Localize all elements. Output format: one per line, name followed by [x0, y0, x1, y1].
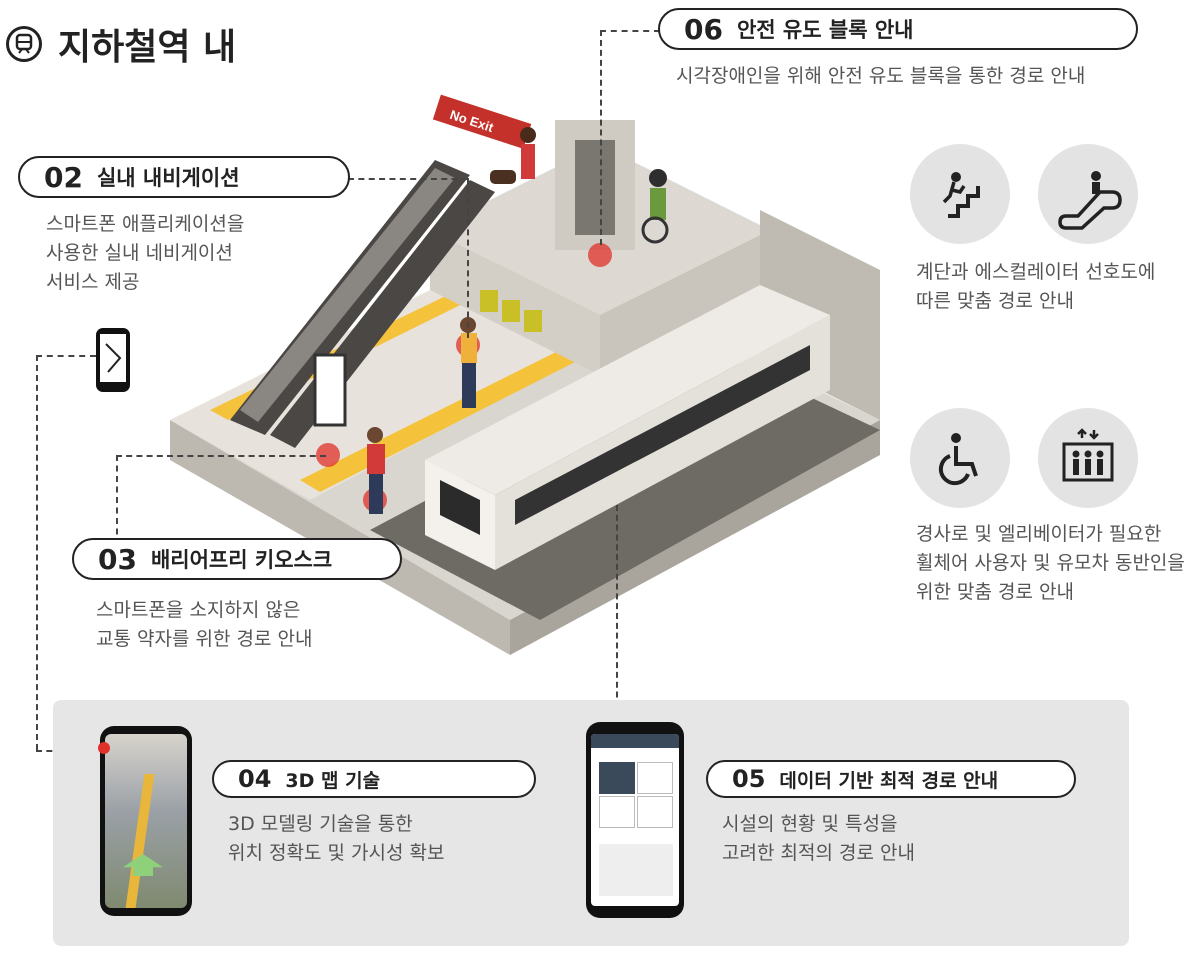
- wheelchair-option: [599, 796, 635, 828]
- connector-06: [600, 30, 602, 245]
- route-map: [599, 844, 673, 896]
- accessibility-preference-desc: 경사로 및 엘리베이터가 필요한 휠체어 사용자 및 유모차 동반인을 위한 맞…: [916, 523, 1185, 603]
- callout-02: 02 실내 내비게이션: [18, 156, 350, 198]
- callout-05-desc: 시설의 현황 및 특성을 고려한 최적의 경로 안내: [722, 813, 915, 864]
- connector-02: [348, 178, 468, 180]
- subway-icon: [6, 26, 42, 62]
- hearing-option: [637, 762, 673, 794]
- callout-label: 배리어프리 키오스크: [150, 548, 333, 572]
- escalator-icon: [1038, 144, 1138, 244]
- connector-02-v: [467, 178, 469, 338]
- callout-03: 03 배리어프리 키오스크: [72, 538, 402, 580]
- callout-05: 05 데이터 기반 최적 경로 안내: [706, 760, 1076, 798]
- callout-label: 3D 맵 기술: [285, 769, 381, 792]
- visual-impaired-option: [599, 762, 635, 794]
- callout-04-desc: 3D 모델링 기술을 통한 위치 정확도 및 가시성 확보: [228, 813, 445, 864]
- cane-option: [637, 796, 673, 828]
- phone-route-app: [586, 722, 684, 918]
- callout-04: 04 3D 맵 기술: [212, 760, 536, 798]
- connector-06-h: [600, 30, 660, 32]
- station-illustration: No Exit: [170, 94, 880, 655]
- callout-06-desc: 시각장애인을 위해 안전 유도 블록을 통한 경로 안내: [676, 65, 1086, 87]
- alert-marker-elevator: [588, 243, 612, 267]
- location-marker: [98, 742, 110, 754]
- stairs-icon: [910, 144, 1010, 244]
- connector-05: [616, 505, 618, 727]
- callout-label: 데이터 기반 최적 경로 안내: [779, 769, 999, 792]
- connector-phone: [36, 355, 96, 357]
- callout-02-desc: 스마트폰 애플리케이션을 사용한 실내 네비게이션 서비스 제공: [46, 213, 245, 293]
- alert-marker-kiosk: [316, 443, 340, 467]
- callout-number: 02: [44, 160, 83, 194]
- callout-number: 03: [98, 542, 137, 576]
- callout-number: 06: [684, 12, 723, 46]
- phone-3d-map: [98, 726, 192, 916]
- connector-phone-v: [36, 355, 38, 750]
- elevator-icon: [1038, 408, 1138, 508]
- page-title: 지하철역 내: [58, 27, 237, 68]
- callout-number: 04: [238, 765, 272, 793]
- smartphone-navigation-icon: [96, 328, 130, 392]
- stairs-preference-desc: 계단과 에스컬레이터 선호도에 따른 맞춤 경로 안내: [916, 261, 1156, 312]
- connector-03: [116, 455, 326, 457]
- wheelchair-icon: [910, 408, 1010, 508]
- callout-03-desc: 스마트폰을 소지하지 않은 교통 약자를 위한 경로 안내: [96, 599, 313, 650]
- callout-number: 05: [732, 765, 766, 793]
- callout-06: 06 안전 유도 블록 안내: [658, 8, 1138, 50]
- callout-label: 안전 유도 블록 안내: [736, 18, 914, 42]
- no-exit-sign: [432, 94, 532, 149]
- connector-03-v: [116, 455, 118, 545]
- callout-label: 실내 내비게이션: [96, 166, 240, 190]
